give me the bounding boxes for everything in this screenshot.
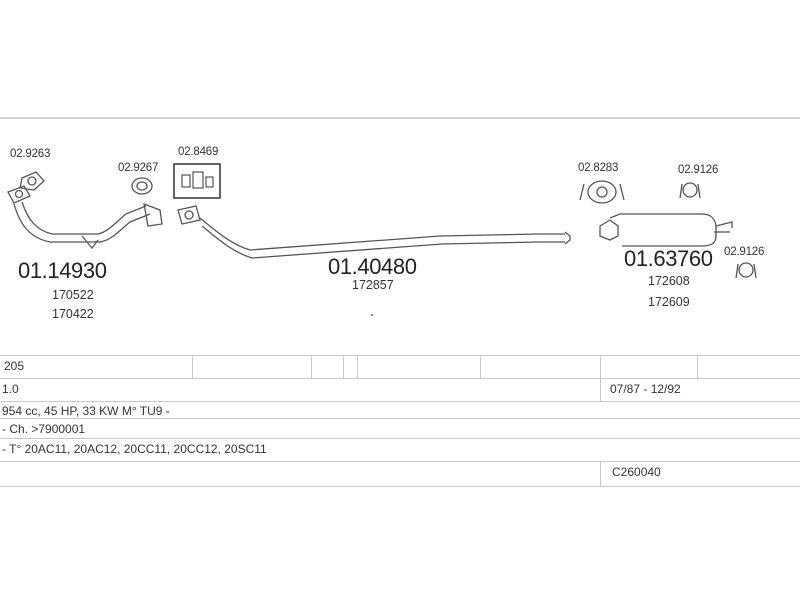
clamp-bottom-icon [735,262,757,279]
middle-pipe-icon [177,205,571,259]
front-pipe-icon [7,185,163,250]
table-divider [343,355,344,378]
dot-mark [371,314,373,316]
table-divider [600,461,601,486]
table-rule [0,486,800,487]
hanger-ring-number: 02.8283 [578,162,619,174]
gasket-front-icon [19,171,45,191]
middle-pipe-number: 01.40480 [328,254,417,279]
table-rule [0,461,800,462]
table-divider [600,355,601,401]
spec-cell: 954 cc, 45 HP, 33 KW M° TU9 - [2,404,170,418]
table-divider [192,355,193,378]
table-divider [697,355,698,378]
clamp-top-icon [679,182,701,199]
model-cell: 205 [4,359,25,373]
gasket-front-number: 02.9263 [10,148,51,160]
rear-silencer-icon [599,213,733,247]
rear-silencer-oem-1: 172608 [648,274,690,288]
code-cell: C260040 [612,465,661,479]
ring-clamp-icon [131,177,153,195]
table-divider [357,355,358,378]
mount-kit-box-icon [173,163,221,199]
types-cell: - T° 20AC11, 20AC12, 20CC11, 20CC12, 20S… [2,442,267,456]
table-divider [311,355,312,378]
rear-silencer-oem-2: 172609 [648,295,690,309]
front-pipe-oem-2: 170422 [52,307,94,321]
front-pipe-number: 01.14930 [18,258,107,283]
middle-pipe-oem-1: 172857 [352,278,394,292]
table-rule [0,401,800,402]
period-cell: 07/87 - 12/92 [610,382,681,396]
mount-kit-number: 02.8469 [178,146,219,158]
table-rule [0,418,800,419]
front-pipe-oem-1: 170522 [52,288,94,302]
table-rule [0,355,800,356]
clamp-top-number: 02.9126 [678,164,719,176]
rear-silencer-number: 01.63760 [624,246,713,271]
table-rule [0,378,800,379]
table-rule [0,438,800,439]
clamp-bottom-number: 02.9126 [724,246,765,258]
ring-clamp-number: 02.9267 [118,162,159,174]
hanger-ring-icon [579,180,625,204]
engine-cell: 1.0 [2,382,19,396]
table-divider [480,355,481,378]
chassis-cell: - Ch. >7900001 [2,422,86,436]
